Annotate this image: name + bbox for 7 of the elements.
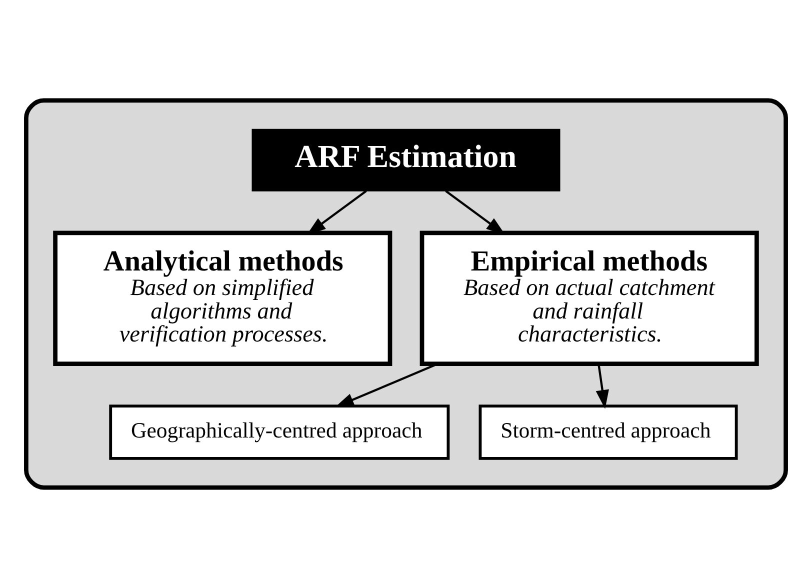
- node-box: Empirical methods Based on actual catchment and rainfall characteristics.: [420, 230, 759, 366]
- node-box: ARF Estimation: [252, 128, 560, 191]
- node-box: Storm-centred approach: [478, 404, 738, 460]
- cluster: [24, 98, 788, 490]
- node-box: Geographically-centred approach: [109, 404, 450, 460]
- arrow: [596, 364, 609, 408]
- node-box: Analytical methods Based on simplified algorithms and verification processes.: [53, 230, 392, 366]
